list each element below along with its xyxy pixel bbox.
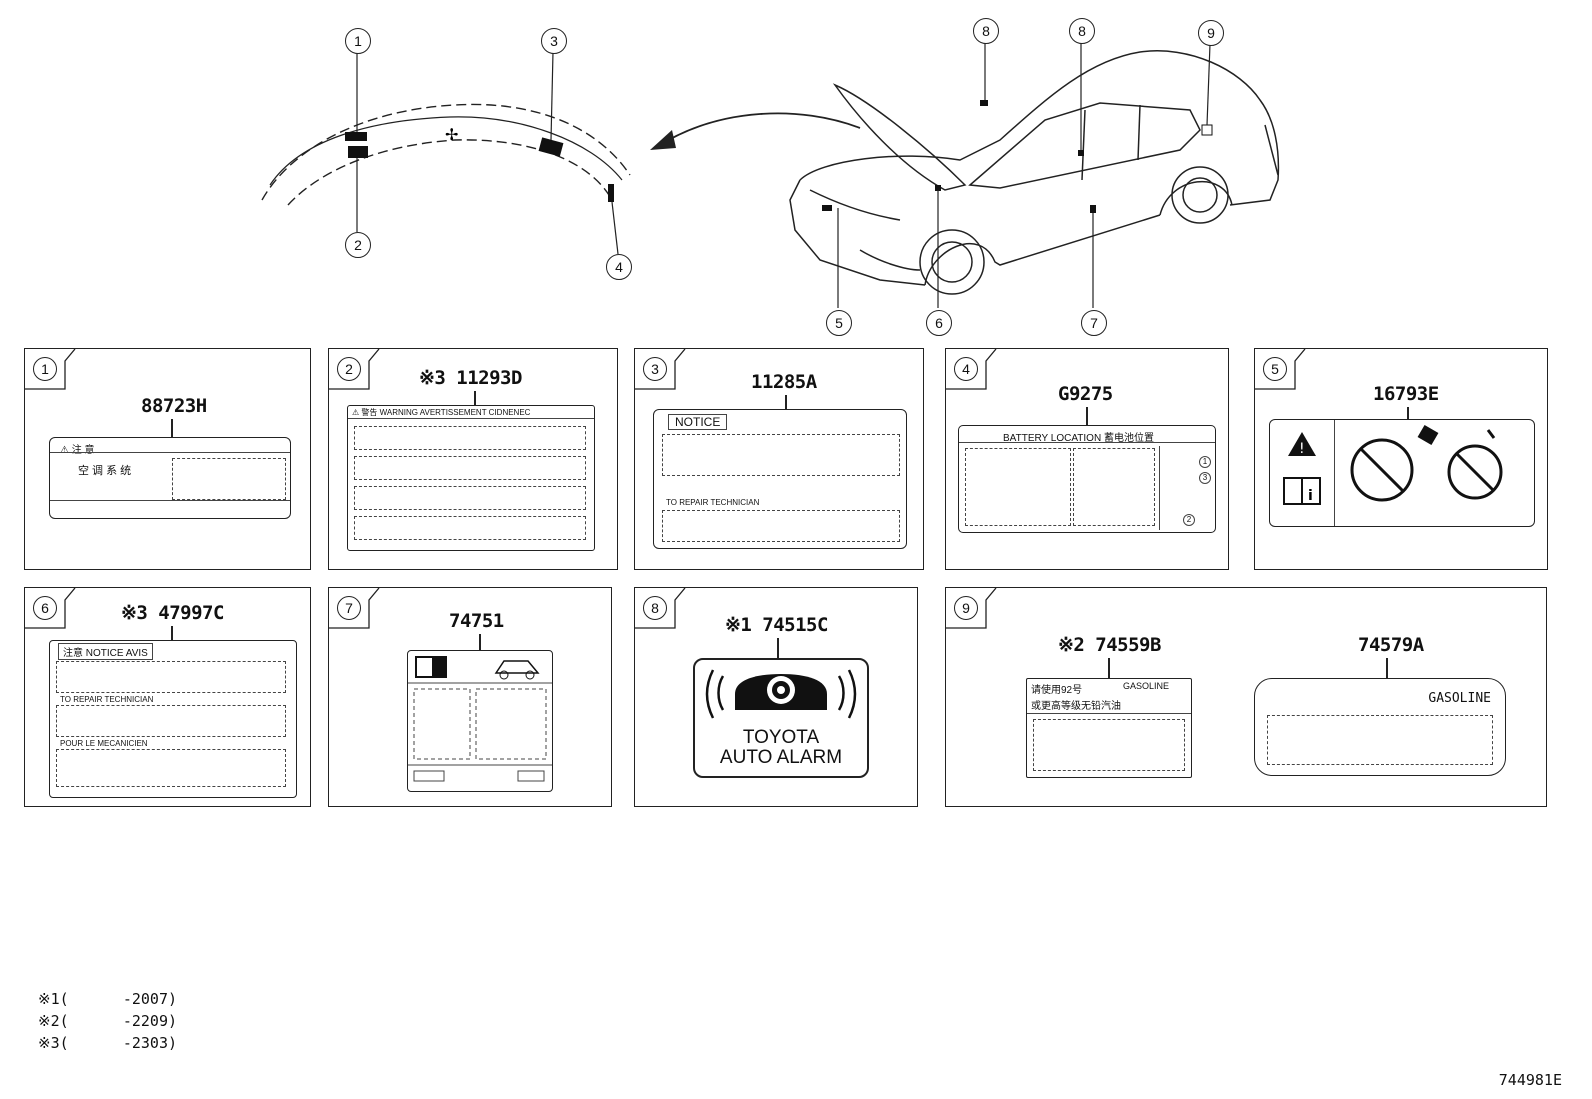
panel-6: 6 ※3 47997C 注意 NOTICE AVIS TO REPAIR TEC… [24, 587, 311, 807]
panel-number: 6 [33, 596, 57, 620]
svg-text:!: ! [1299, 441, 1305, 457]
warning-header: ⚠ 警告 WARNING AVERTISSEMENT CIDNENEC [352, 408, 531, 417]
arc-label-1 [345, 132, 367, 141]
label-74559b: 请使用92号 GASOLINE 或更高等级无铅汽油 [1026, 678, 1192, 778]
panel-number: 2 [337, 357, 361, 381]
part-number-a: ※2 74559B [1058, 634, 1161, 656]
callout-4: 4 [606, 254, 632, 280]
part-number: G9275 [1058, 383, 1113, 405]
svg-text:i: i [1308, 488, 1313, 504]
label-88723h: ⚠ 注 意 空 调 系 统 [49, 437, 291, 519]
label-74515c: TOYOTA AUTO ALARM [693, 658, 869, 778]
loc-num-1: 1 [1199, 456, 1211, 468]
panel-9: 9 ※2 74559B 请使用92号 GASOLINE 或更高等级无铅汽油 74… [945, 587, 1547, 807]
arc-label-3 [538, 137, 564, 157]
panel-3: 3 11285A NOTICE TO REPAIR TECHNICIAN [634, 348, 924, 570]
label-g9275: BATTERY LOCATION 蓄电池位置 1 3 2 [958, 425, 1216, 533]
part-number: 74751 [449, 610, 504, 632]
panel-5: 5 16793E ! i [1254, 348, 1548, 570]
panel-number: 7 [337, 596, 361, 620]
part-number: ※3 11293D [419, 367, 522, 389]
arc-label-2 [348, 146, 368, 158]
callout-8a: 8 [973, 18, 999, 44]
callout-1: 1 [345, 28, 371, 54]
label-11285a: NOTICE TO REPAIR TECHNICIAN [653, 409, 907, 549]
callout-7: 7 [1081, 310, 1107, 336]
loc-num-2: 2 [1183, 514, 1195, 526]
loc-num-3: 3 [1199, 472, 1211, 484]
part-number: ※1 74515C [725, 614, 828, 636]
panel-number: 8 [643, 596, 667, 620]
callout-9: 9 [1198, 20, 1224, 46]
mecanicien-line: POUR LE MECANICIEN [60, 739, 148, 748]
panel-4: 4 G9275 BATTERY LOCATION 蓄电池位置 1 3 2 [945, 348, 1229, 570]
label-47997c: 注意 NOTICE AVIS TO REPAIR TECHNICIAN POUR… [49, 640, 297, 798]
label-16793e: ! i [1269, 419, 1535, 527]
battery-location-title: BATTERY LOCATION 蓄电池位置 [1003, 433, 1154, 444]
alarm-icon [705, 669, 857, 719]
panel-number: 9 [954, 596, 978, 620]
panel-2: 2 ※3 11293D ⚠ 警告 WARNING AVERTISSEMENT C… [328, 348, 618, 570]
callout-3: 3 [541, 28, 567, 54]
panel-7: 7 74751 [328, 587, 612, 807]
part-number-b: 74579A [1358, 634, 1424, 656]
panel-number: 1 [33, 357, 57, 381]
label-11293d: ⚠ 警告 WARNING AVERTISSEMENT CIDNENEC [347, 405, 595, 551]
fuel-grade-text: 请使用92号 [1031, 685, 1083, 696]
label-74579a: GASOLINE [1254, 678, 1506, 776]
alarm-title-2: AUTO ALARM [719, 747, 843, 768]
panel-8: 8 ※1 74515C TOYOTA AUTO ALARM [634, 587, 918, 807]
technician-line: TO REPAIR TECHNICIAN [60, 695, 154, 704]
caution-text: ⚠ 注 意 [60, 445, 95, 456]
label-74751 [407, 650, 553, 792]
panel-number: 5 [1263, 357, 1287, 381]
note-2: ※2( -2209) [38, 1012, 177, 1030]
svg-text:✢: ✢ [445, 125, 458, 144]
arc-label-4 [608, 184, 614, 202]
callout-6: 6 [926, 310, 952, 336]
gasoline-text-b: GASOLINE [1428, 691, 1491, 706]
document-number: 744981E [1498, 1071, 1562, 1089]
panel-1: 1 88723H ⚠ 注 意 空 调 系 统 [24, 348, 311, 570]
callout-5: 5 [826, 310, 852, 336]
part-number: 88723H [141, 395, 207, 417]
tire-info-icons [408, 656, 552, 782]
part-number: ※3 47997C [121, 602, 224, 624]
notice-text: NOTICE [668, 414, 728, 430]
part-number: 11285A [751, 371, 817, 393]
gasoline-text-a: GASOLINE [1123, 681, 1170, 691]
unleaded-text: 或更高等级无铅汽油 [1031, 701, 1121, 712]
part-number: 16793E [1373, 383, 1439, 405]
system-text: 空 调 系 统 [78, 465, 132, 477]
callout-2: 2 [345, 232, 371, 258]
note-3: ※3( -2303) [38, 1034, 177, 1052]
callout-8b: 8 [1069, 18, 1095, 44]
alarm-title-1: TOYOTA [742, 727, 820, 748]
technician-text: TO REPAIR TECHNICIAN [666, 498, 760, 507]
panel-number: 3 [643, 357, 667, 381]
notice-header: 注意 NOTICE AVIS [58, 643, 153, 660]
airbag-warning-icons: ! i [1283, 424, 1503, 505]
note-1: ※1( -2007) [38, 990, 177, 1008]
panel-number: 4 [954, 357, 978, 381]
